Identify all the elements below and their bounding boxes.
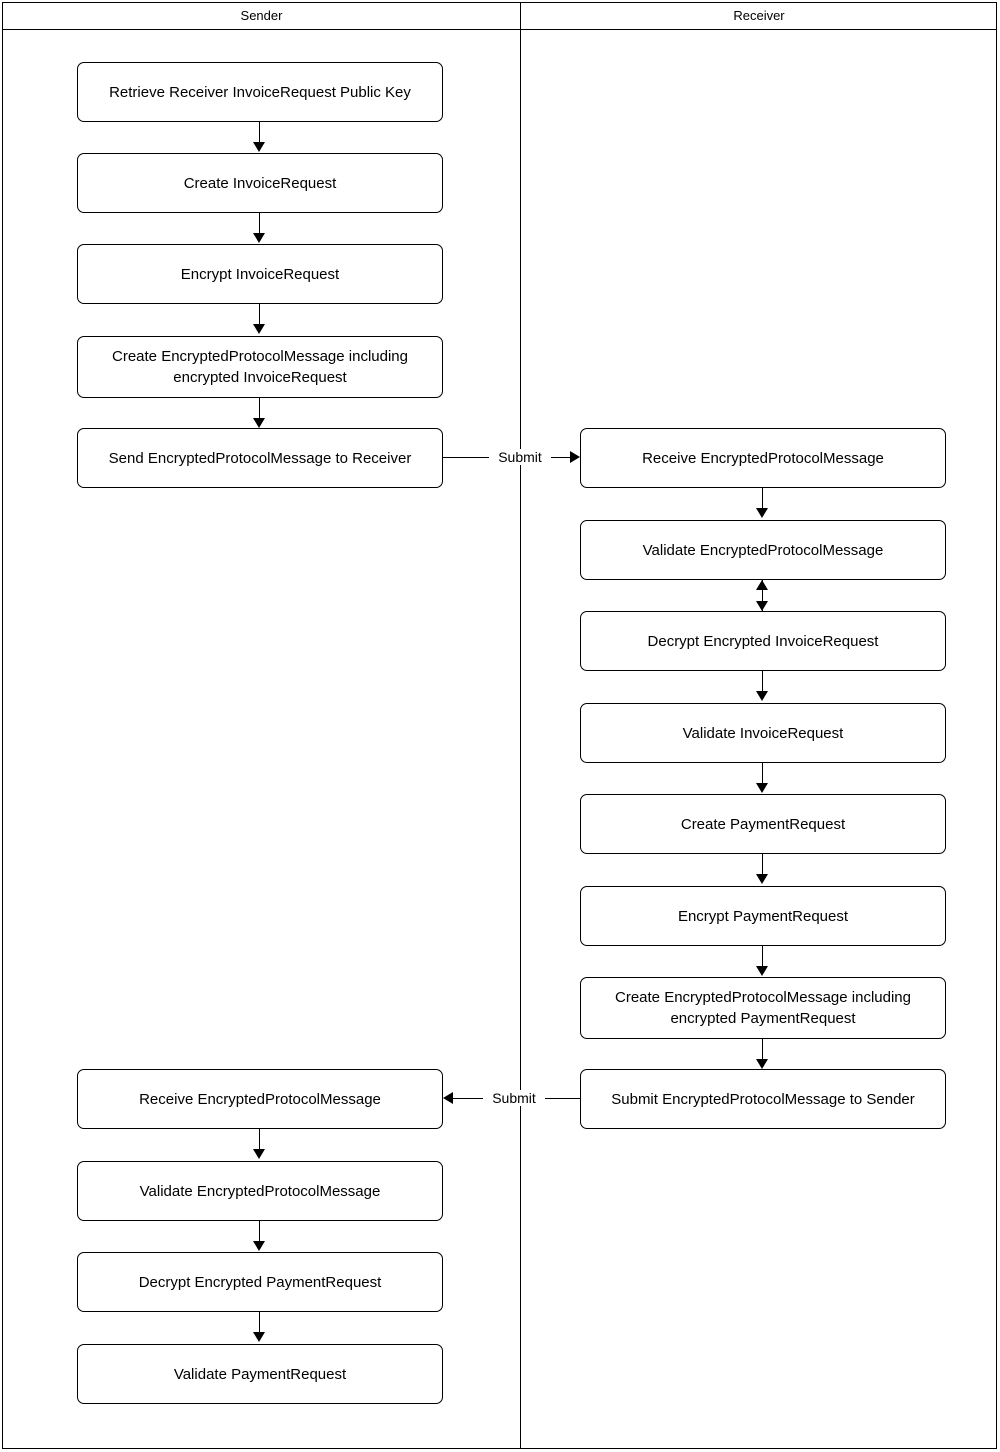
- arrowhead-down-icon: [253, 1241, 265, 1251]
- node-receive-encryptedprotocolmessage-receiver[interactable]: Receive EncryptedProtocolMessage: [580, 428, 946, 488]
- arrowhead-down-icon: [253, 1332, 265, 1342]
- arrowhead-left-icon: [443, 1092, 453, 1104]
- arrowhead-down-icon: [253, 418, 265, 428]
- connector-sender-4-5: [259, 398, 260, 420]
- node-encrypt-paymentrequest[interactable]: Encrypt PaymentRequest: [580, 886, 946, 946]
- edge-label-submit-to-sender: Submit: [483, 1090, 545, 1106]
- node-validate-encryptedprotocolmessage-receiver[interactable]: Validate EncryptedProtocolMessage: [580, 520, 946, 580]
- arrowhead-down-icon: [253, 233, 265, 243]
- connector-receiver-3-4: [762, 671, 763, 693]
- connector-receiver-4-5: [762, 763, 763, 785]
- node-receive-encryptedprotocolmessage-sender[interactable]: Receive EncryptedProtocolMessage: [77, 1069, 443, 1129]
- node-validate-encryptedprotocolmessage-sender[interactable]: Validate EncryptedProtocolMessage: [77, 1161, 443, 1221]
- connector-sender-3-4: [259, 304, 260, 326]
- arrowhead-down-icon: [756, 601, 768, 611]
- node-create-paymentrequest[interactable]: Create PaymentRequest: [580, 794, 946, 854]
- node-create-encryptedprotocolmessage-invoicerequest[interactable]: Create EncryptedProtocolMessage includin…: [77, 336, 443, 398]
- arrowhead-down-icon: [756, 1059, 768, 1069]
- node-validate-invoicerequest[interactable]: Validate InvoiceRequest: [580, 703, 946, 763]
- node-validate-paymentrequest[interactable]: Validate PaymentRequest: [77, 1344, 443, 1404]
- connector-sender-b3-b4: [259, 1312, 260, 1334]
- node-send-encryptedprotocolmessage-to-receiver[interactable]: Send EncryptedProtocolMessage to Receive…: [77, 428, 443, 488]
- node-retrieve-receiver-invoicerequest-public-key[interactable]: Retrieve Receiver InvoiceRequest Public …: [77, 62, 443, 122]
- node-decrypt-encrypted-invoicerequest[interactable]: Decrypt Encrypted InvoiceRequest: [580, 611, 946, 671]
- arrowhead-right-icon: [570, 451, 580, 463]
- lane-divider: [520, 2, 521, 1449]
- lane-header-receiver: Receiver: [733, 8, 785, 23]
- arrowhead-down-icon: [756, 874, 768, 884]
- edge-label-submit-to-receiver: Submit: [489, 449, 551, 465]
- connector-sender-b2-b3: [259, 1221, 260, 1243]
- arrowhead-down-icon: [756, 691, 768, 701]
- lane-header-sender: Sender: [240, 8, 283, 23]
- connector-sender-b1-b2: [259, 1129, 260, 1151]
- connector-sender-1-2: [259, 122, 260, 144]
- node-create-encryptedprotocolmessage-paymentrequest[interactable]: Create EncryptedProtocolMessage includin…: [580, 977, 946, 1039]
- arrowhead-down-icon: [253, 1149, 265, 1159]
- arrowhead-down-icon: [253, 324, 265, 334]
- connector-sender-2-3: [259, 213, 260, 235]
- arrowhead-down-icon: [756, 508, 768, 518]
- arrowhead-up-icon: [756, 580, 768, 590]
- lane-header-row: Sender Receiver: [2, 2, 997, 30]
- node-create-invoicerequest[interactable]: Create InvoiceRequest: [77, 153, 443, 213]
- connector-receiver-6-7: [762, 946, 763, 968]
- arrowhead-down-icon: [756, 966, 768, 976]
- node-submit-encryptedprotocolmessage-to-sender[interactable]: Submit EncryptedProtocolMessage to Sende…: [580, 1069, 946, 1129]
- connector-receiver-1-2: [762, 488, 763, 510]
- arrowhead-down-icon: [253, 142, 265, 152]
- node-encrypt-invoicerequest[interactable]: Encrypt InvoiceRequest: [77, 244, 443, 304]
- node-decrypt-encrypted-paymentrequest[interactable]: Decrypt Encrypted PaymentRequest: [77, 1252, 443, 1312]
- connector-receiver-5-6: [762, 854, 763, 876]
- connector-receiver-2-3-bidirectional: [762, 580, 763, 611]
- connector-receiver-7-8: [762, 1039, 763, 1061]
- arrowhead-down-icon: [756, 783, 768, 793]
